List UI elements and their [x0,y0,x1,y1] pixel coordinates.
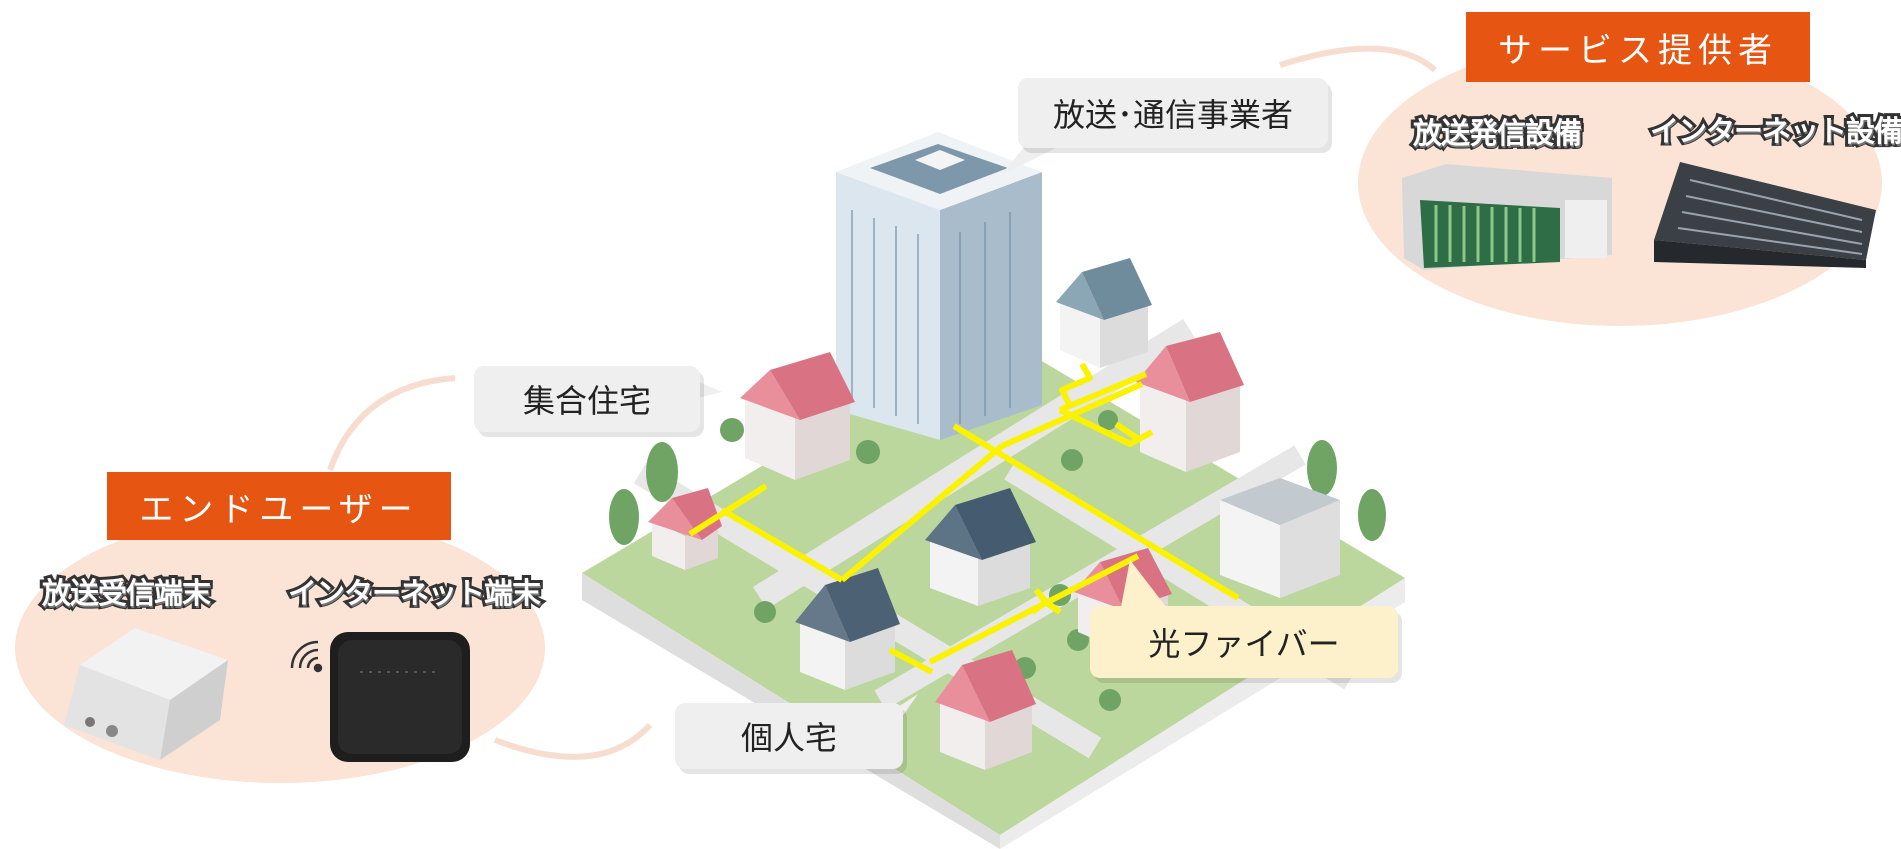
apartment-block-right [1220,478,1340,598]
internet-terminal-label: インターネット端末 [285,573,544,613]
wifi-icon [290,640,323,673]
broadcast-equipment-label: 放送発信設備 [1410,113,1585,153]
apartment-callout: 集合住宅 [474,366,700,432]
broadcast-transmitter-rack-icon [1402,164,1612,270]
internet-equipment-label: インターネット設備 [1647,111,1901,151]
office-tower [836,132,1042,440]
house-left [648,488,722,570]
server-rack-icon [1654,162,1876,268]
connector-arc-provider [1279,45,1437,73]
connector-arc-house [493,722,653,760]
callout-tail-fiber [1120,560,1170,612]
fiber-callout: 光ファイバー [1090,606,1398,678]
service-provider-title: サービス提供者 [1466,12,1810,82]
operator-callout: 放送･通信事業者 [1018,78,1328,148]
house-bottom [935,650,1036,770]
house-center [925,488,1036,606]
house-right [1136,332,1244,472]
broadcast-receiver-label: 放送受信端末 [39,573,214,613]
trees [609,410,1386,711]
connector-arc-apartment [327,375,456,471]
end-user-title: エンドユーザー [107,472,451,540]
optical-fiber-lines [688,362,1240,675]
house-callout: 個人宅 [675,703,903,769]
callout-tail-operator [1000,140,1060,176]
internet-router-icon [330,632,470,762]
broadcast-receiver-icon [64,628,228,760]
house-back [1056,258,1152,368]
house-bottom-left [795,568,900,690]
house-apartment [740,352,855,480]
